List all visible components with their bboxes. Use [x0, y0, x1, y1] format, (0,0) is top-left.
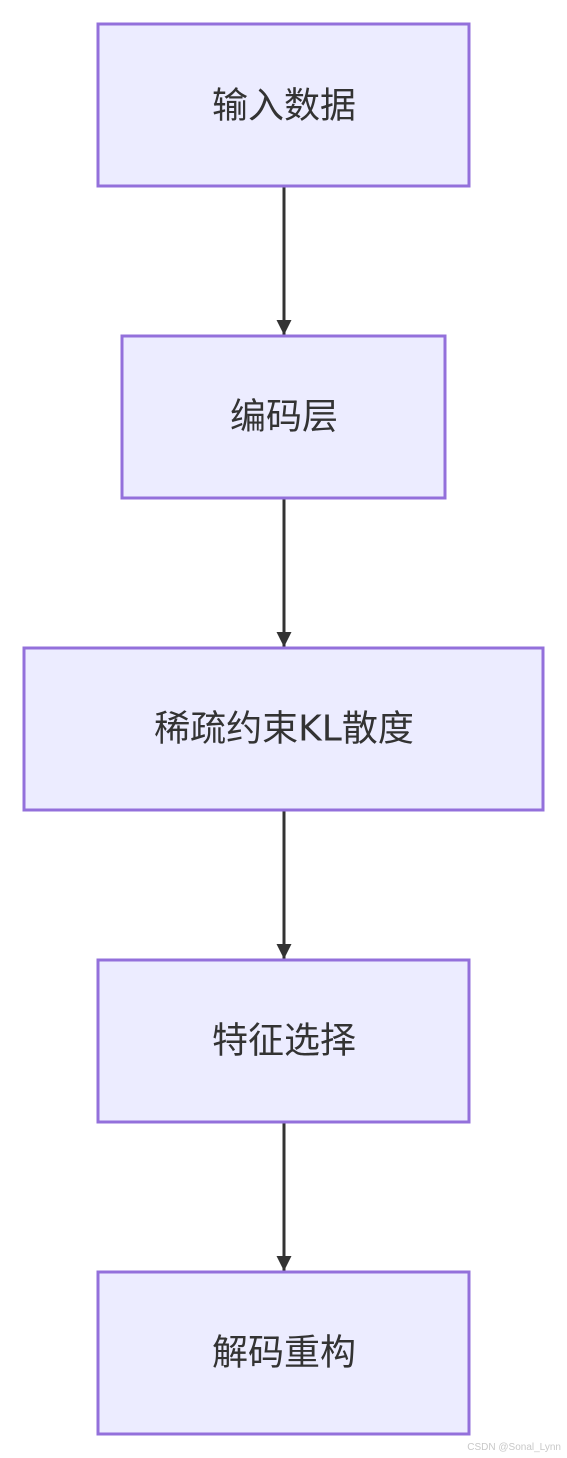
node-encoding-layer: 编码层 [120, 334, 447, 500]
node-label: 特征选择 [212, 1021, 356, 1062]
watermark: CSDN @Sonal_Lynn [467, 1442, 561, 1453]
node-label: 解码重构 [212, 1333, 356, 1374]
node-label: 稀疏约束KL散度 [154, 709, 414, 750]
node-box [96, 1270, 471, 1436]
node-decoding-reconstruction: 解码重构 [96, 1270, 471, 1436]
node-feature-selection: 特征选择 [96, 958, 471, 1124]
node-label: 输入数据 [212, 86, 356, 127]
node-sparse-kl: 稀疏约束KL散度 [22, 646, 545, 812]
node-box [96, 958, 471, 1124]
node-label: 编码层 [230, 397, 338, 438]
node-box [120, 334, 447, 500]
node-input-data: 输入数据 [96, 22, 471, 188]
node-box [96, 22, 471, 188]
node-box [22, 646, 545, 812]
